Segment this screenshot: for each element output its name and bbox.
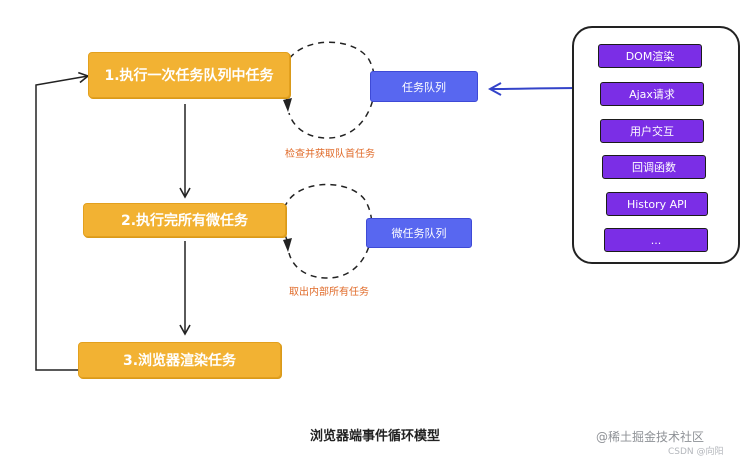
task-sources-panel: DOM渲染 Ajax请求 用户交互 回调函数 History API ... bbox=[572, 26, 740, 264]
diagram-caption: 浏览器端事件循环模型 bbox=[309, 429, 440, 444]
loop-arrowhead-microtask bbox=[283, 238, 292, 252]
credit: CSDN @向阳 bbox=[668, 447, 724, 457]
source-callback: 回调函数 bbox=[602, 155, 706, 179]
step-2-run-microtasks: 2.执行完所有微任务 bbox=[83, 203, 286, 237]
source-more: ... bbox=[604, 228, 708, 252]
arrow-loop-back bbox=[35, 71, 90, 371]
task-queue: 任务队列 bbox=[370, 71, 478, 102]
dashed-loop-microtask-queue bbox=[281, 183, 373, 279]
step-3-render: 3.浏览器渲染任务 bbox=[78, 342, 281, 378]
dashed-loop-task-queue bbox=[281, 41, 376, 139]
note-take-all-microtasks: 取出内部所有任务 bbox=[289, 287, 369, 298]
step-1-run-task: 1.执行一次任务队列中任务 bbox=[88, 52, 290, 98]
note-check-task-queue-head: 检查并获取队首任务 bbox=[285, 149, 375, 160]
source-history-api: History API bbox=[606, 192, 708, 216]
source-dom-render: DOM渲染 bbox=[598, 44, 702, 68]
arrow-sources-to-task-queue bbox=[490, 88, 579, 89]
watermark: @稀土掘金技术社区 bbox=[596, 430, 705, 444]
microtask-queue: 微任务队列 bbox=[366, 218, 472, 248]
source-ajax-request: Ajax请求 bbox=[600, 82, 704, 106]
loop-arrowhead-task bbox=[283, 98, 292, 112]
source-user-interaction: 用户交互 bbox=[600, 119, 704, 143]
